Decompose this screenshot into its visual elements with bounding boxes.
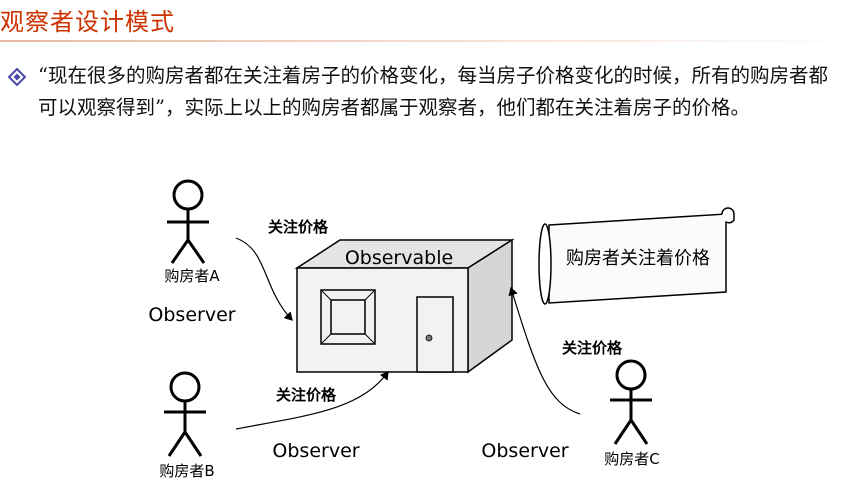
observer-a-role: Observer: [148, 304, 235, 326]
observer-b-role: Observer: [272, 440, 359, 462]
observer-a-figure: [167, 179, 209, 264]
window-icon: [320, 289, 376, 345]
arrow-a-label: 关注价格: [268, 218, 329, 236]
observer-c-figure: [610, 359, 652, 445]
slide-title: 观察者设计模式: [0, 8, 175, 36]
diamond-bullet-icon: [8, 68, 26, 86]
observable-house: Observable: [294, 238, 515, 374]
door-icon: [416, 296, 454, 373]
arrow-c-label: 关注价格: [562, 339, 623, 357]
arrow-a-to-observable: [235, 237, 293, 321]
observer-c-name: 购房者C: [604, 450, 659, 468]
arrow-b-label: 关注价格: [276, 386, 337, 404]
observable-label: Observable: [345, 247, 453, 269]
observer-b-name: 购房者B: [159, 462, 214, 480]
scroll-label: 购房者关注着价格: [566, 248, 710, 269]
arrow-c-to-observable: [508, 286, 581, 415]
bullet-text: “现在很多的购房者都在关注着房子的价格变化，每当房子价格变化的时候，所有的购房者…: [38, 64, 828, 119]
observer-b-figure: [164, 371, 206, 457]
observer-a-name: 购房者A: [164, 267, 220, 285]
title-divider: [0, 40, 861, 42]
scroll-note: 购房者关注着价格: [538, 207, 735, 305]
observer-c-role: Observer: [481, 440, 568, 462]
arrow-b-to-observable: [235, 371, 389, 430]
